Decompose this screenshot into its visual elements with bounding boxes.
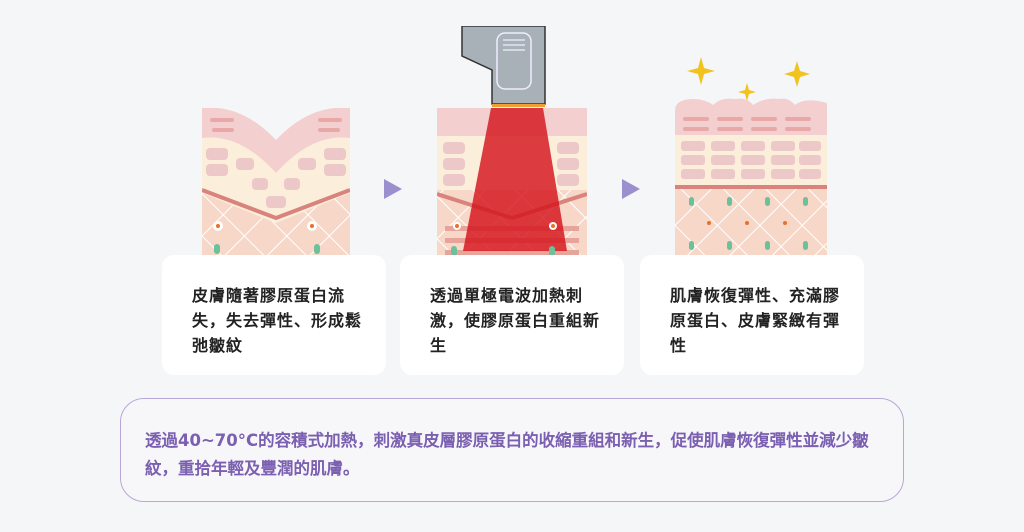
rf-heating-illustration	[437, 26, 587, 266]
step-description: 肌膚恢復彈性、充滿膠原蛋白、皮膚緊緻有彈性	[670, 286, 841, 355]
step-card-firm: 肌膚恢復彈性、充滿膠原蛋白、皮膚緊緻有彈性	[640, 255, 864, 375]
step-description: 皮膚隨著膠原蛋白流失，失去彈性、形成鬆弛皺紋	[192, 286, 363, 355]
step-card-wrinkled: 皮膚隨著膠原蛋白流失，失去彈性、形成鬆弛皺紋	[162, 255, 386, 375]
summary-box: 透過40~70°C的容積式加熱，刺激真皮層膠原蛋白的收縮重組和新生，促使肌膚恢復…	[120, 398, 904, 502]
arrow-right-icon	[384, 179, 402, 199]
sparkle-icon	[687, 57, 810, 101]
wrinkled-skin-illustration	[202, 108, 350, 266]
firm-skin-illustration	[675, 57, 827, 267]
arrow-right-icon	[622, 179, 640, 199]
step-description: 透過單極電波加熱刺激，使膠原蛋白重組新生	[430, 286, 601, 355]
summary-text: 透過40~70°C的容積式加熱，刺激真皮層膠原蛋白的收縮重組和新生，促使肌膚恢復…	[145, 431, 869, 478]
step-card-heating: 透過單極電波加熱刺激，使膠原蛋白重組新生	[400, 255, 624, 375]
